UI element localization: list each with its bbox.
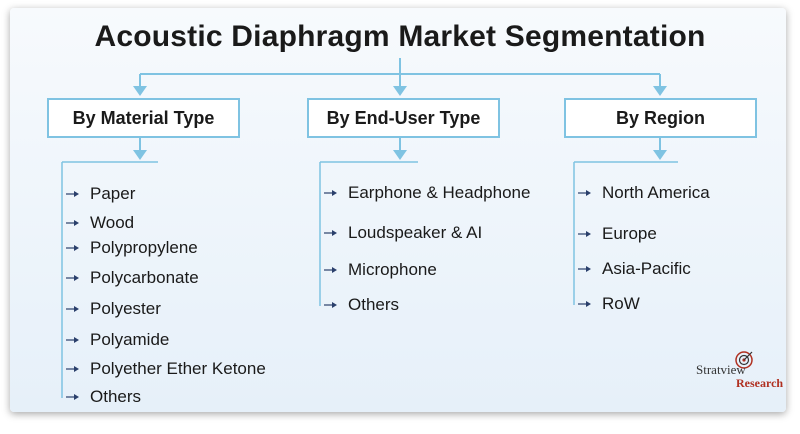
logo-name: Stratview xyxy=(696,362,746,377)
list-item-region: North America xyxy=(576,183,710,203)
category-box-material: By Material Type xyxy=(47,98,240,138)
arrow-icon xyxy=(66,275,79,281)
arrow-icon xyxy=(66,245,79,251)
list-item-end-user: Microphone xyxy=(322,260,437,280)
category-box-end-user: By End-User Type xyxy=(307,98,500,138)
list-item-label: Others xyxy=(90,387,142,406)
list-item-material: Wood xyxy=(64,213,134,233)
list-item-label: Polyester xyxy=(90,299,161,318)
arrow-icon xyxy=(578,190,591,196)
drop-arrow-1 xyxy=(133,86,147,96)
list-item-material: Others xyxy=(64,387,141,407)
list-item-material: Polyamide xyxy=(64,330,169,350)
logo-research: Research xyxy=(736,376,784,390)
list-item-label: Others xyxy=(348,295,400,314)
list-item-region: Asia-Pacific xyxy=(576,259,691,279)
arrow-icon xyxy=(324,302,337,308)
list-item-end-user: Others xyxy=(322,295,399,315)
box1-down-arrow xyxy=(133,150,147,160)
arrow-icon xyxy=(324,230,337,236)
arrow-icon xyxy=(324,267,337,273)
box2-down-arrow xyxy=(393,150,407,160)
list-item-label: RoW xyxy=(602,294,640,313)
category-box-region: By Region xyxy=(564,98,757,138)
list-item-label: Polypropylene xyxy=(90,238,198,257)
list-item-label: Wood xyxy=(90,213,135,232)
list-item-label: North America xyxy=(602,183,710,202)
list-item-material: Polypropylene xyxy=(64,238,198,258)
list-item-label: Polycarbonate xyxy=(90,268,199,287)
list-item-label: Paper xyxy=(90,184,136,203)
arrow-icon xyxy=(66,220,79,226)
list-item-label: Polyether Ether Ketone xyxy=(90,359,266,378)
list-item-material: Polycarbonate xyxy=(64,268,199,288)
list-item-label: Europe xyxy=(602,224,657,243)
arrow-icon xyxy=(66,394,79,400)
list-item-label: Earphone & Headphone xyxy=(348,183,531,202)
drop-arrow-3 xyxy=(653,86,667,96)
arrow-icon xyxy=(66,337,79,343)
list-item-label: Polyamide xyxy=(90,330,170,349)
target-icon xyxy=(735,351,753,369)
list-item-label: Asia-Pacific xyxy=(602,259,691,278)
list-item-region: RoW xyxy=(576,294,640,314)
list-item-end-user: Loudspeaker & AI xyxy=(322,223,482,243)
list-item-label: Microphone xyxy=(348,260,437,279)
arrow-icon xyxy=(66,306,79,312)
list-item-material: Paper xyxy=(64,184,135,204)
list-item-material: Polyether Ether Ketone xyxy=(64,359,266,379)
arrow-icon xyxy=(324,190,337,196)
list-item-label: Loudspeaker & AI xyxy=(348,223,483,242)
list-item-region: Europe xyxy=(576,224,657,244)
diagram-title: Acoustic Diaphragm Market Segmentation xyxy=(94,20,706,53)
arrow-icon xyxy=(578,231,591,237)
arrow-icon xyxy=(578,301,591,307)
arrow-icon xyxy=(578,266,591,272)
box3-down-arrow xyxy=(653,150,667,160)
stratview-logo: Stratview Research xyxy=(690,350,784,400)
arrow-icon xyxy=(66,366,79,372)
arrow-icon xyxy=(66,191,79,197)
list-item-material: Polyester xyxy=(64,299,161,319)
drop-arrow-2 xyxy=(393,86,407,96)
list-item-end-user: Earphone & Headphone xyxy=(322,183,530,203)
